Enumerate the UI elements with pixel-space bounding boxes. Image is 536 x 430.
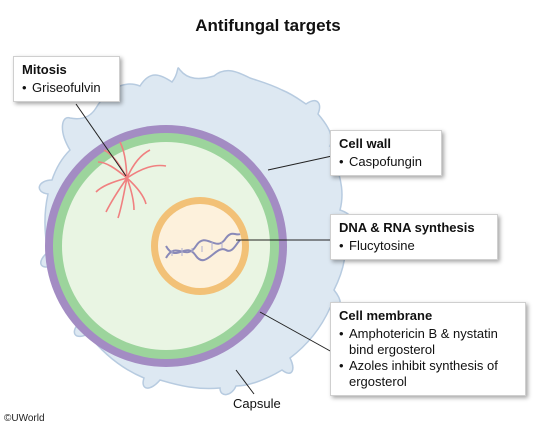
cell-membrane-drug-2: Azoles inhibit synthesis of ergosterol xyxy=(339,358,517,390)
mitosis-callout: Mitosis Griseofulvin xyxy=(13,56,120,102)
dna-rna-heading: DNA & RNA synthesis xyxy=(339,220,475,235)
mitosis-leader xyxy=(75,103,127,177)
mitosis-drug: Griseofulvin xyxy=(22,80,111,96)
dna-rna-drug: Flucytosine xyxy=(339,238,489,254)
nucleus xyxy=(158,204,242,288)
cell-wall-callout: Cell wall Caspofungin xyxy=(330,130,442,176)
mitosis-heading: Mitosis xyxy=(22,62,67,77)
membrane-leader xyxy=(259,311,333,353)
copyright-credit: ©UWorld xyxy=(4,413,45,424)
cell-wall-leader xyxy=(267,155,333,171)
dna-rna-callout: DNA & RNA synthesis Flucytosine xyxy=(330,214,498,260)
cell-membrane-drug-1: Amphotericin B & nystatin bind ergostero… xyxy=(339,326,517,358)
cell-wall-heading: Cell wall xyxy=(339,136,392,151)
cell-wall-drug: Caspofungin xyxy=(339,154,433,170)
dna-helix-icon xyxy=(165,232,241,262)
cell-membrane-callout: Cell membrane Amphotericin B & nystatin … xyxy=(330,302,526,396)
capsule-leader xyxy=(235,369,255,395)
capsule-label: Capsule xyxy=(233,396,281,411)
diagram-title: Antifungal targets xyxy=(195,16,341,35)
cell-membrane-heading: Cell membrane xyxy=(339,308,433,323)
